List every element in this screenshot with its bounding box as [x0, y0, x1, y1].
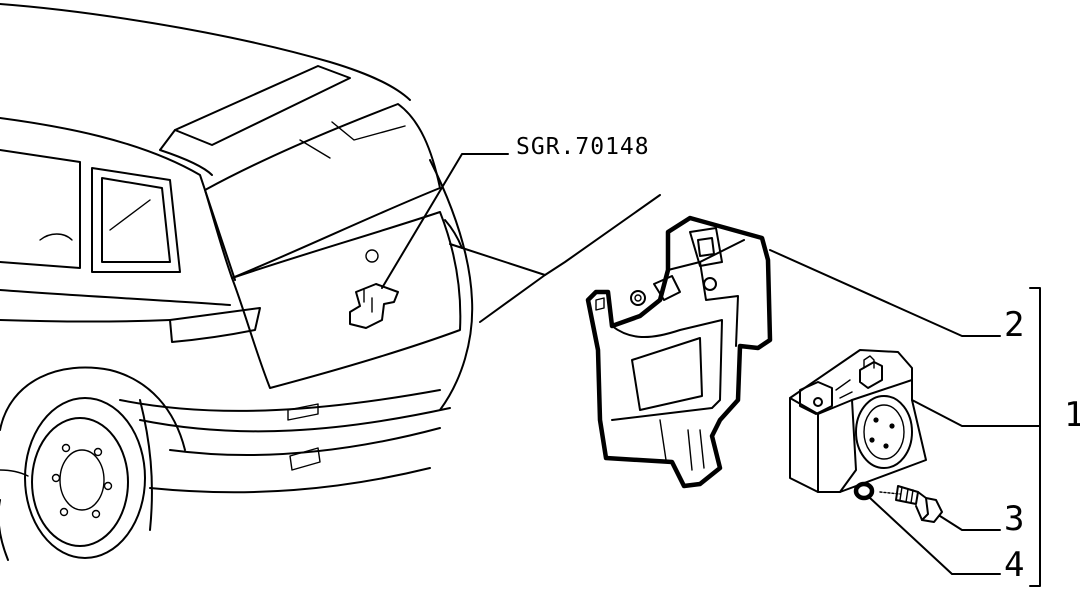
car-illustration: [0, 3, 474, 561]
callout-1-label: 1: [1064, 395, 1080, 435]
leader-lines: [381, 153, 1041, 587]
sensor-unit-part: [789, 349, 927, 493]
reference-code-label: SGR.70148: [516, 134, 650, 160]
bracket-part: [585, 215, 773, 489]
screw-part: [879, 485, 943, 523]
callout-2-label: 2: [1004, 305, 1024, 345]
zoom-indicator: [449, 194, 661, 323]
callout-4-label: 4: [1004, 545, 1024, 585]
washer-part: [853, 481, 875, 501]
callout-3-label: 3: [1004, 499, 1024, 539]
